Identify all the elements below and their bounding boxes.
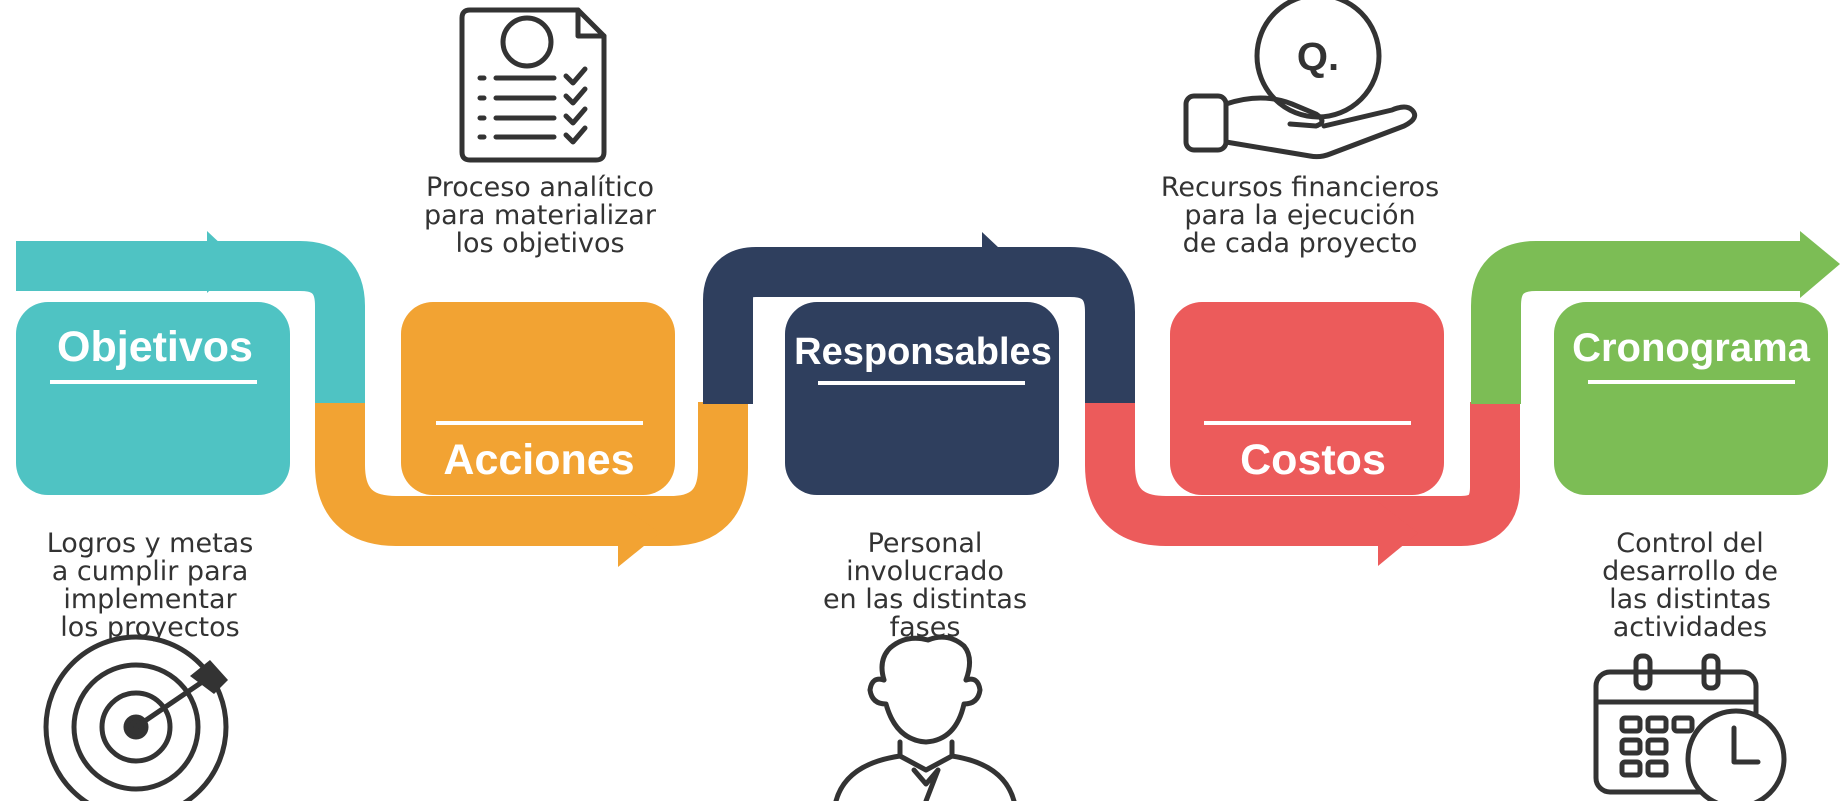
title-underline (1588, 380, 1795, 384)
connector-teal (16, 241, 365, 404)
hand-coin-icon: Q. (1183, 0, 1418, 160)
person-icon (833, 634, 1017, 801)
description-line: a cumplir para (51, 556, 249, 587)
title-underline (818, 381, 1025, 385)
target-icon (43, 634, 229, 801)
description-line: Personal (867, 528, 983, 559)
description-line: actividades (1612, 612, 1768, 643)
arrow-red (1378, 502, 1418, 566)
description-objetivos: Logros y metas a cumplir para implementa… (0, 530, 300, 642)
description-line: para la ejecución (1184, 200, 1416, 231)
stage-box (1554, 302, 1828, 495)
title-underline (436, 421, 643, 425)
description-line: los objetivos (455, 228, 625, 259)
flow-connectors (16, 231, 1840, 567)
description-line: en las distintas (822, 584, 1028, 615)
calendar-clock-icon (1593, 653, 1787, 801)
arrow-navy (982, 232, 1016, 296)
description-responsables: Personal involucrado en las distintas fa… (770, 530, 1080, 642)
checklist-document-icon (459, 7, 607, 163)
svg-text:Q.: Q. (1297, 35, 1339, 79)
description-line: implementar (63, 584, 237, 615)
description-line: involucrado (846, 556, 1004, 587)
stage-title: Acciones (443, 436, 634, 484)
stage-title: Cronograma (1572, 326, 1811, 370)
stage-objetivos: Objetivos (16, 302, 290, 495)
description-line: fases (889, 612, 961, 643)
description-line: los proyectos (60, 612, 240, 643)
description-line: Control del (1616, 528, 1764, 559)
connector-navy (703, 247, 1135, 404)
connector-green (1471, 241, 1802, 404)
description-costos: Recursos financieros para la ejecución d… (1100, 174, 1500, 258)
connector-orange (315, 402, 748, 546)
description-line: las distintas (1609, 584, 1771, 615)
title-underline (1204, 421, 1411, 425)
description-line: desarrollo de (1602, 556, 1778, 587)
stage-title: Objetivos (57, 323, 253, 371)
stage-responsables: Responsables (785, 302, 1059, 495)
title-underline (50, 380, 257, 384)
description-line: Proceso analítico (425, 172, 655, 203)
description-line: para materializar (424, 200, 656, 231)
stage-cronograma: Cronograma (1554, 302, 1828, 495)
description-line: de cada proyecto (1182, 228, 1418, 259)
arrow-orange (618, 503, 660, 567)
stage-box (401, 302, 675, 495)
stage-box (785, 302, 1059, 495)
stage-box (16, 302, 290, 495)
arrow-green (1800, 231, 1840, 298)
description-acciones: Proceso analítico para materializar los … (360, 174, 720, 258)
stage-title: Costos (1240, 436, 1386, 484)
connector-red (1085, 402, 1520, 546)
stage-title: Responsables (794, 331, 1052, 373)
stage-acciones: Acciones (401, 302, 675, 495)
description-line: Logros y metas (46, 528, 254, 559)
description-line: Recursos financieros (1160, 172, 1440, 203)
stage-box (1170, 302, 1444, 495)
arrow-teal (207, 231, 240, 293)
stage-costos: Costos (1170, 302, 1444, 495)
description-cronograma: Control del desarrollo de las distintas … (1540, 530, 1840, 642)
